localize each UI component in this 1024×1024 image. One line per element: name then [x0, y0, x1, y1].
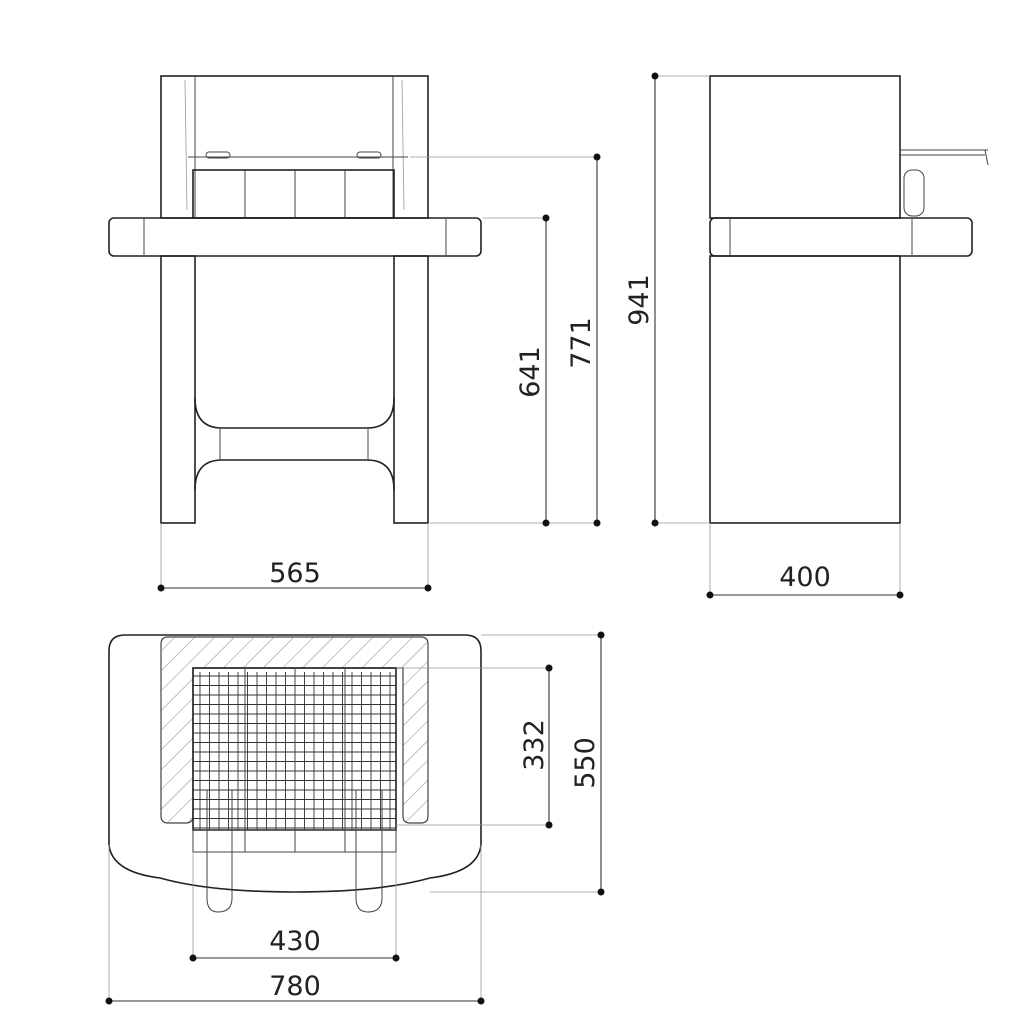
- dim-label-641: 641: [515, 346, 546, 398]
- dim-label-550: 550: [570, 737, 601, 789]
- front-firebox: [192, 169, 395, 219]
- dim-label-941: 941: [624, 274, 655, 326]
- top-right-handle: [355, 790, 383, 913]
- front-right-leg: [393, 255, 429, 524]
- dimension-end-dot: [105, 997, 113, 1005]
- side-upper-body: [709, 75, 901, 219]
- dimension-end-dot: [477, 997, 485, 1005]
- top-left-handle: [206, 790, 233, 913]
- top-view: [108, 634, 482, 913]
- dimension-end-dot: [651, 519, 659, 527]
- dimension-end-dot: [593, 153, 601, 161]
- dim-label-780: 780: [269, 971, 321, 1002]
- dim-label-771: 771: [566, 317, 597, 369]
- dim-label-430: 430: [269, 926, 321, 957]
- side-lower-body: [709, 255, 901, 524]
- dim-label-565: 565: [269, 558, 321, 589]
- front-left-leg: [160, 255, 196, 524]
- dimension-end-dot: [597, 631, 605, 639]
- front-crossbar-top: [194, 397, 395, 429]
- dimension-end-dot: [597, 888, 605, 896]
- dimension-end-dot: [157, 584, 165, 592]
- dim-label-332: 332: [519, 719, 550, 771]
- dimension-end-dot: [189, 954, 197, 962]
- side-counter: [709, 217, 973, 257]
- dimension-end-dot: [896, 591, 904, 599]
- dimension-end-dot: [542, 214, 550, 222]
- dimension-lines: 565 400 641 771 941 332 550 430 780: [105, 72, 904, 1005]
- front-view: [108, 75, 482, 524]
- side-view: [709, 75, 989, 524]
- dimension-end-dot: [542, 519, 550, 527]
- dimension-end-dot: [545, 664, 553, 672]
- dimension-end-dot: [545, 821, 553, 829]
- dimension-end-dot: [593, 519, 601, 527]
- dimension-end-dot: [424, 584, 432, 592]
- front-counter: [108, 217, 482, 257]
- dimension-end-dot: [706, 591, 714, 599]
- dimension-end-dot: [392, 954, 400, 962]
- dimension-end-dot: [651, 72, 659, 80]
- front-crossbar-bottom: [194, 459, 395, 491]
- dim-label-400: 400: [779, 562, 831, 593]
